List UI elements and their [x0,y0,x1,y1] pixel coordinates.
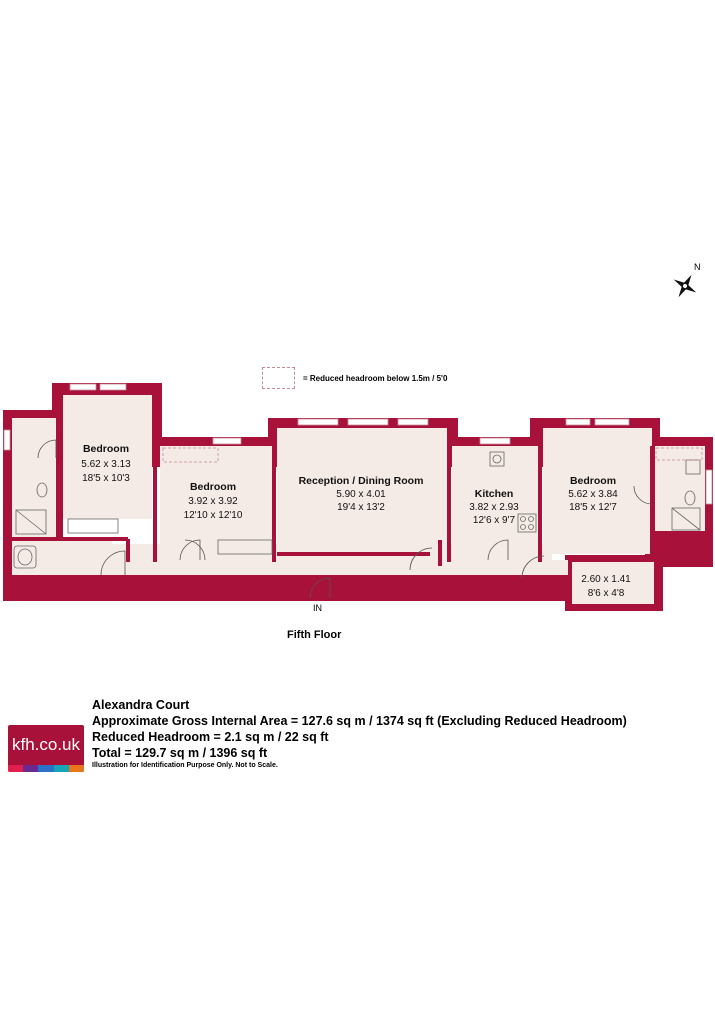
bedroom2-metric: 3.92 x 3.92 [188,496,238,507]
legend: = Reduced headroom below 1.5m / 5'0 [262,366,447,390]
reception-imperial: 19'4 x 13'2 [337,502,385,513]
reception-floor [277,428,447,554]
wardrobe [67,518,119,534]
bedroom2-imperial: 12'10 x 12'10 [184,510,243,521]
compass-icon: N [673,262,701,298]
storage-floor [572,562,654,604]
building-name: Alexandra Court [92,698,190,712]
bedroom2-name: Bedroom [190,481,236,493]
bedroom1-name: Bedroom [83,443,129,455]
bathtub [13,545,37,569]
kitchen-imperial: 12'6 x 9'7 [473,515,516,526]
logo-text: kfh.co.uk [11,735,81,754]
reception-name: Reception / Dining Room [299,475,424,487]
room-labels: Bedroom 5.62 x 3.13 18'5 x 10'3 Bedroom … [81,443,631,599]
property-info: Alexandra Court Approximate Gross Intern… [92,697,627,771]
wardrobe [217,539,273,555]
kitchen-floor [452,446,538,562]
bedroom3-metric: 5.62 x 3.84 [568,489,618,500]
reception-metric: 5.90 x 4.01 [336,489,386,500]
bathroom-floor [12,418,58,538]
entrance-label: IN [313,603,322,613]
reduced-headroom-area: Reduced Headroom = 2.1 sq m / 22 sq ft [92,730,329,744]
logo-bar-segment [53,765,69,772]
kitchen-sink [489,451,505,467]
logo-bar-segment [23,765,39,772]
legend-text: = Reduced headroom below 1.5m / 5'0 [303,373,448,383]
logo-color-bar [8,765,84,772]
windows [3,383,713,505]
kitchen-name: Kitchen [475,488,514,500]
compass-north-label: N [694,262,701,272]
floor-areas [12,395,705,604]
kfh-logo: kfh.co.uk [8,725,84,772]
storage-imperial: 8'6 x 4'8 [588,588,625,599]
logo-bar-segment [8,765,24,772]
ensuite-floor [655,446,705,531]
total-area: Total = 129.7 sq m / 1396 sq ft [92,746,268,760]
gross-area: Approximate Gross Internal Area = 127.6 … [92,714,627,728]
hob [517,513,537,533]
logo-bar-segment [38,765,54,772]
kitchen-metric: 3.82 x 2.93 [469,502,519,513]
bedroom3-floor [543,428,652,554]
ensuite-toilet [684,490,696,506]
storage-metric: 2.60 x 1.41 [581,574,631,585]
bedroom3-name: Bedroom [570,475,616,487]
bedroom1-metric: 5.62 x 3.13 [81,459,131,470]
reduced-headroom-areas [162,447,703,463]
floor-label: Fifth Floor [287,629,342,641]
fixtures [13,451,701,569]
ensuite-shower [671,507,701,531]
disclaimer: Illustration for Identification Purpose … [92,762,278,769]
reduced-headroom-swatch [262,367,295,389]
bedroom1-floor [63,395,152,519]
logo-bar-segment [68,765,84,772]
shower-tray [15,509,47,535]
toilet [36,482,48,498]
bedroom3-imperial: 18'5 x 12'7 [569,502,617,513]
doors [37,439,653,599]
corridor-floor [112,544,552,575]
bedroom2-floor [160,446,272,558]
interior-walls [12,418,654,604]
bedroom1-imperial: 18'5 x 10'3 [82,473,130,484]
